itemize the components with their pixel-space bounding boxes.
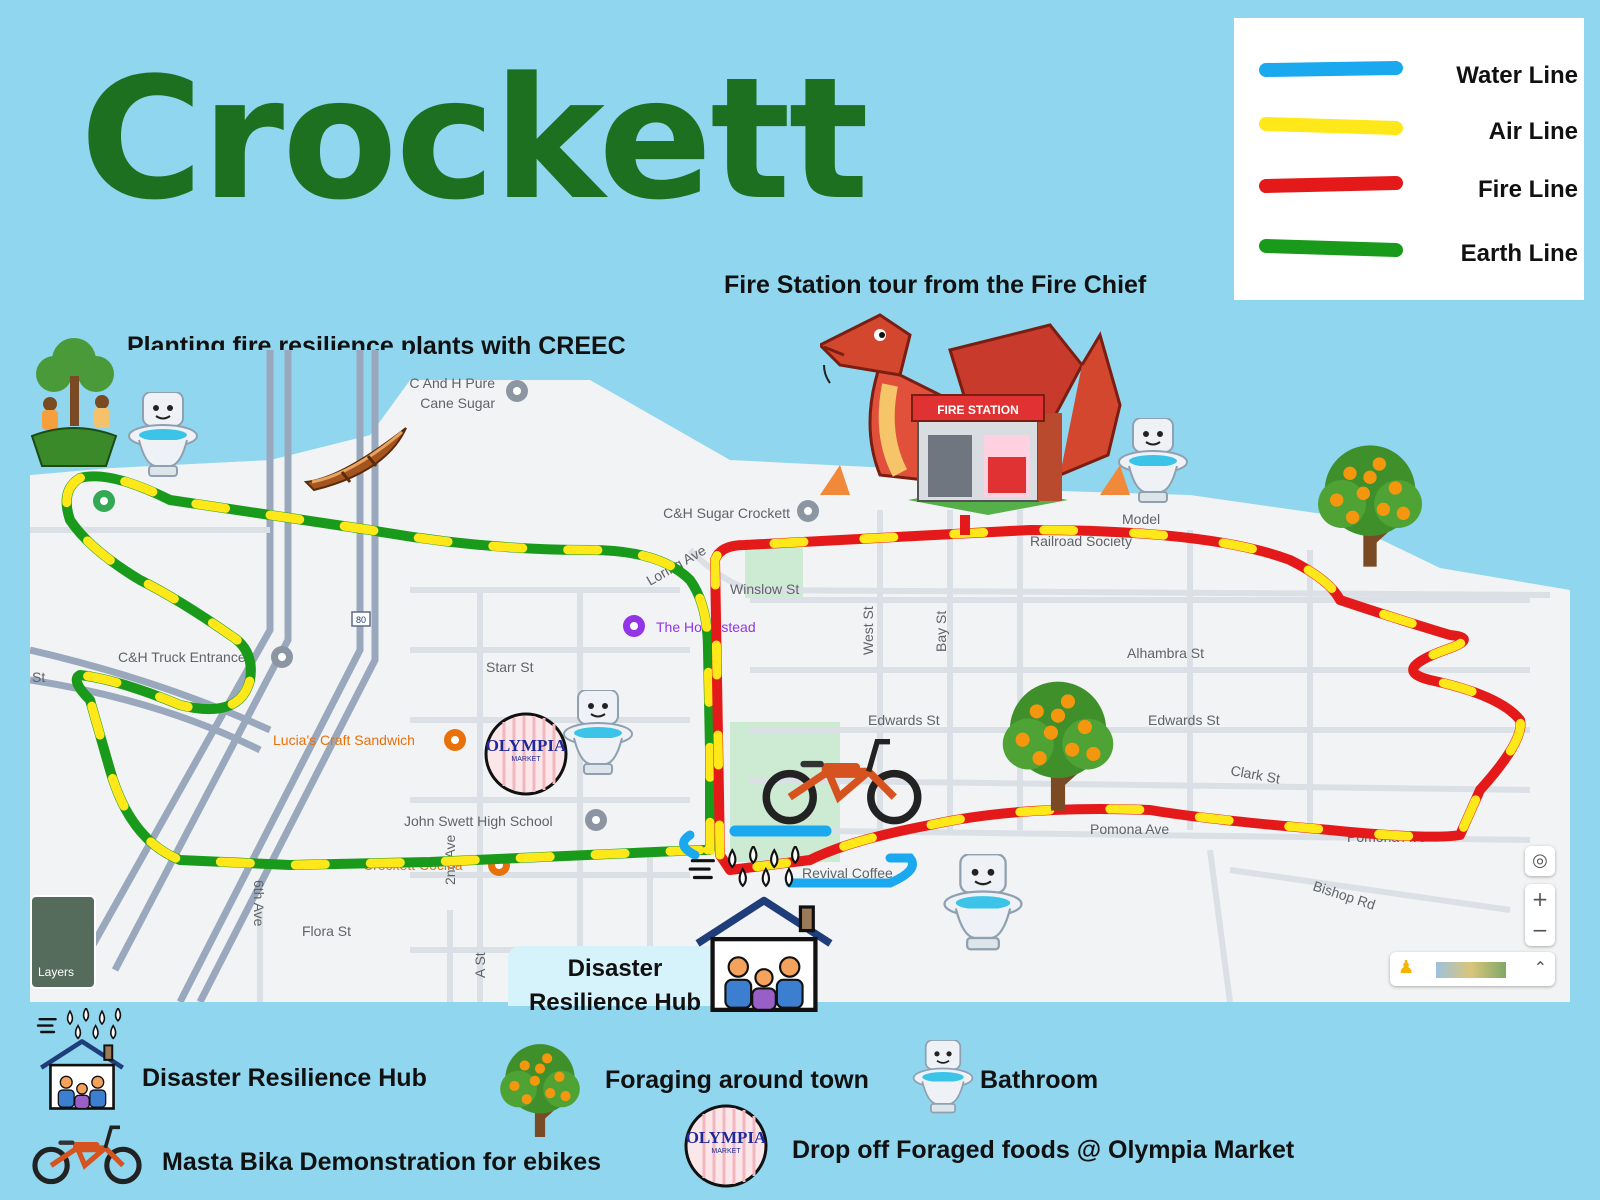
water-line-route (679, 830, 700, 860)
toilet-icon (943, 854, 1023, 951)
legend-air: Air Line (1234, 110, 1584, 150)
my-location-button[interactable]: ◎ (1525, 846, 1555, 876)
legend-water-label: Water Line (1456, 62, 1578, 89)
canoe-icon (303, 427, 407, 492)
map-type-thumbnails[interactable] (1436, 962, 1506, 978)
planting-tree-icon (30, 338, 118, 467)
olympia-market-logo: OLYMPIA MARKET (484, 712, 568, 796)
map-area[interactable]: 80 C And H Pure Cane Sugar C&H Sugar Cro… (30, 350, 1570, 1002)
fire-station-icon: FIRE STATION (908, 394, 1068, 515)
house-rain-icon (688, 892, 840, 1012)
toilet-icon (563, 690, 633, 775)
orange-tree-icon (494, 1040, 586, 1138)
route-legend: Water Line Air Line Fire Line Earth Line (1234, 18, 1584, 300)
olympia-wordmark: OLYMPIA (485, 736, 567, 755)
legend-air-label: Air Line (1488, 118, 1578, 145)
legend-earth: Earth Line (1234, 232, 1584, 272)
street (687, 547, 1551, 598)
route-shield (351, 611, 371, 627)
orange-tree-icon (1310, 440, 1430, 568)
label-john-swett: John Swett High School (404, 813, 553, 829)
dragon-icon (820, 313, 1130, 495)
park (730, 722, 840, 862)
hub-label-tab (508, 946, 718, 1006)
map-type-bar[interactable]: ♟ ⌃ (1390, 952, 1555, 986)
label-starr: Starr St (486, 659, 534, 675)
rain-wind-icon (688, 846, 800, 888)
toilet-icon (912, 1040, 974, 1114)
zoom-in-button[interactable]: + (1531, 887, 1549, 911)
label-ch-pure-2: Cane Sugar (420, 395, 495, 411)
ebike-icon (32, 1118, 142, 1188)
label-6th: 6th Ave (251, 880, 267, 927)
legend-earth-label: Earth Line (1460, 240, 1578, 267)
label-alhambra: Alhambra St (1127, 645, 1204, 661)
layers-label: Layers (38, 965, 75, 979)
olympia-subtitle: MARKET (511, 756, 541, 763)
fire-station-sign: FIRE STATION (937, 403, 1019, 417)
label-st: St (32, 669, 45, 685)
earth-air-overlay (62, 471, 715, 870)
olympia-market-logo: OLYMPIA MARKET (684, 1104, 768, 1188)
key-dropoff-label: Drop off Foraged foods @ Olympia Market (792, 1136, 1295, 1164)
pegman-icon[interactable]: ♟ (1398, 957, 1415, 978)
layers-button[interactable]: Layers (30, 895, 96, 989)
legend-fire: Fire Line (1234, 168, 1584, 208)
label-edwards: Edwards St (868, 712, 940, 728)
label-pomona: Pomona Ave (1090, 821, 1169, 837)
label-flora: Flora St (302, 923, 351, 939)
key-bike-label: Masta Bika Demonstration for ebikes (162, 1148, 602, 1176)
label-railroad: Model (1122, 511, 1160, 527)
label-west-st: West St (860, 606, 876, 655)
label-ch-sugar: C&H Sugar Crockett (663, 505, 790, 521)
label-revival: Revival Coffee (802, 865, 893, 881)
label-a-st: A St (472, 952, 488, 978)
page-title: Crockett (80, 41, 869, 237)
legend-fire-label: Fire Line (1477, 176, 1578, 203)
label-edwards-2: Edwards St (1148, 712, 1220, 728)
zoom-out-button[interactable]: − (1531, 918, 1549, 942)
zoom-controls[interactable]: + − (1525, 884, 1555, 946)
toilet-icon (128, 392, 198, 477)
map-labels: C And H Pure Cane Sugar C&H Sugar Crocke… (32, 375, 1426, 978)
label-lucias: Lucia's Craft Sandwich (273, 732, 415, 748)
fire-station-caption: Fire Station tour from the Fire Chief (724, 271, 1147, 299)
olympia-subtitle: MARKET (711, 1148, 741, 1155)
label-winslow: Winslow St (730, 581, 799, 597)
legend-water: Water Line (1234, 54, 1584, 94)
expand-icon[interactable]: ⌃ (1533, 958, 1547, 977)
olympia-wordmark: OLYMPIA (685, 1128, 767, 1147)
label-railroad-2: Railroad Society (1030, 533, 1132, 549)
water-strait (30, 350, 410, 475)
route-number: 80 (356, 615, 366, 625)
label-ch-truck: C&H Truck Entrance (118, 649, 246, 665)
key-hub-label: Disaster Resilience Hub (142, 1064, 427, 1092)
key-foraging-label: Foraging around town (605, 1066, 869, 1094)
key-bathroom-label: Bathroom (980, 1066, 1099, 1094)
orange-tree-icon (988, 676, 1128, 812)
fire-line-route (710, 525, 1526, 875)
water-line-route (785, 853, 917, 888)
label-bay-st: Bay St (933, 611, 949, 652)
ebike-icon (762, 724, 922, 834)
hub-label: Disaster Resilience Hub (528, 955, 702, 1016)
label-ch-pure: C And H Pure (409, 375, 495, 391)
house-rain-icon (36, 1036, 128, 1110)
